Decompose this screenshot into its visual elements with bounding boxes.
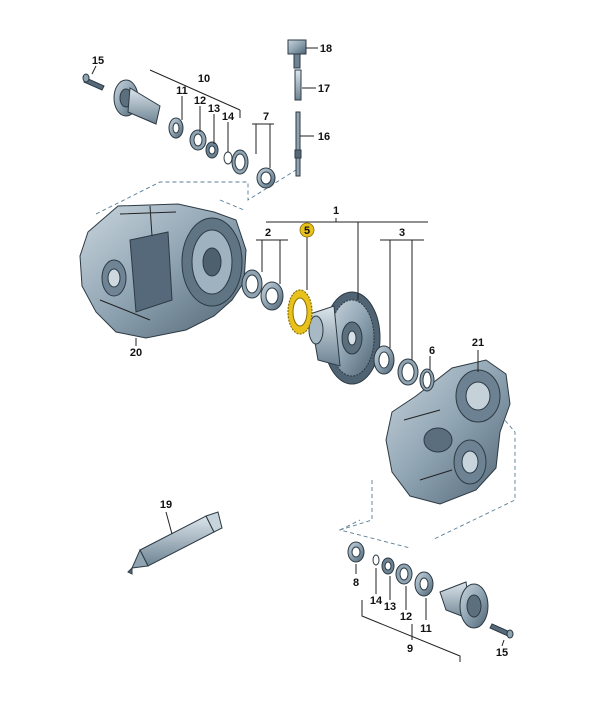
highlighted-gear-part-5 [287,289,313,335]
label-part-14-top: 14 [222,111,235,123]
label-part-17: 17 [318,83,330,95]
label-part-7: 7 [263,111,269,123]
label-part-10: 10 [198,73,210,85]
sensor-assembly [287,39,307,177]
label-part-21: 21 [472,337,484,349]
label-part-12-bottom: 12 [400,611,412,623]
part-5-highlight-badge [299,222,315,238]
top-flange-assembly [82,73,276,189]
label-part-12-top: 12 [194,95,206,107]
label-part-15-bottom: 15 [496,647,508,659]
assembly-guide-lines [95,169,516,549]
ring-part-6 [419,368,435,392]
label-part-19: 19 [160,499,172,511]
label-part-14-bottom: 14 [370,595,383,607]
label-part-11-top: 11 [176,85,188,97]
label-part-5: 5 [304,225,310,237]
label-part-2: 2 [265,227,271,239]
rear-housing-part-21 [385,359,511,505]
leader-lines [91,47,505,662]
label-part-20: 20 [130,347,142,359]
label-part-18: 18 [320,43,332,55]
sealant-tube-part-19 [127,511,223,575]
bottom-flange-assembly [347,541,514,639]
label-part-16: 16 [318,131,330,143]
label-part-8: 8 [353,577,359,589]
label-part-13-bottom: 13 [384,601,396,613]
differential-part-1 [308,291,381,385]
bearing-part-3 [373,345,419,386]
label-part-1: 1 [333,205,339,217]
label-part-3: 3 [399,227,405,239]
gearbox-housing-part-20 [79,203,247,339]
label-part-15-top: 15 [92,55,104,67]
label-part-9: 9 [407,643,413,655]
part-labels: 1 2 3 5 6 7 8 9 10 11 12 13 14 15 16 17 … [92,43,508,659]
label-part-13-top: 13 [208,103,220,115]
bearing-part-2 [241,269,284,311]
label-part-6: 6 [429,345,435,357]
label-part-11-bottom: 11 [420,623,432,635]
